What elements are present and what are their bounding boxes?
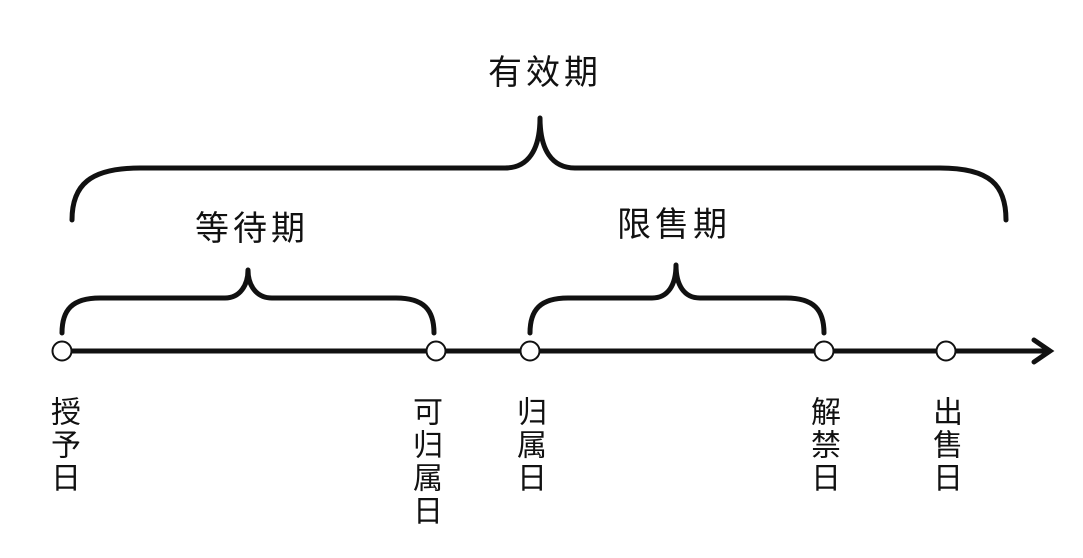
restricted-period-brace [527,262,827,336]
sale-date-label: 出售日 [927,396,962,495]
restricted-period-label: 限售期 [617,205,731,245]
sale-date-node [935,340,957,362]
vestable-date-label: 可归属日 [407,396,442,528]
unlock-date-label: 解禁日 [805,396,840,495]
unlock-date-node [813,340,835,362]
validity-period-label: 有效期 [488,53,602,93]
grant-date-label: 授予日 [45,396,80,495]
vesting-date-node [519,340,541,362]
vesting-date-label: 归属日 [511,396,546,495]
waiting-period-label: 等待期 [195,209,309,249]
validity-period-brace [69,115,1009,223]
waiting-period-brace [59,267,437,336]
grant-date-node [51,340,73,362]
vestable-date-node [425,340,447,362]
timeline-arrow-icon [1031,337,1055,365]
